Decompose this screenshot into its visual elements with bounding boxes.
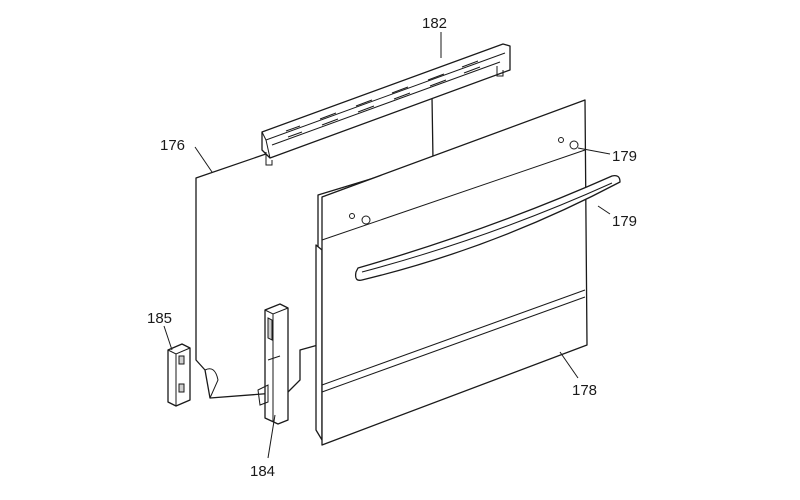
catch-slot-top <box>178 355 185 365</box>
door-handle-179 <box>354 174 621 281</box>
label-176: 176 <box>160 137 185 154</box>
part-labels: 182 176 179 179 178 184 185 <box>147 15 637 480</box>
leader-176 <box>194 146 213 173</box>
label-184: 184 <box>250 463 275 480</box>
leader-179-top <box>577 147 611 155</box>
inner-glass-panel-176 <box>195 96 434 399</box>
label-178: 178 <box>572 382 597 399</box>
leader-184 <box>267 414 276 459</box>
top-trim-rail-182 <box>261 43 511 166</box>
screw-hole-left <box>349 213 355 219</box>
label-179-handle: 179 <box>612 213 637 230</box>
hinge-catch-185 <box>167 343 191 407</box>
rail-slots <box>285 60 481 138</box>
label-179-top: 179 <box>612 148 637 165</box>
catch-slot-bottom <box>178 383 185 393</box>
leader-lines <box>163 32 611 459</box>
leader-179-handle <box>597 205 611 215</box>
hinge-184 <box>257 303 289 425</box>
label-182: 182 <box>422 15 447 32</box>
leader-178 <box>559 351 579 379</box>
front-door-panel-178 <box>315 99 588 446</box>
screw-hole-right <box>558 137 564 143</box>
label-185: 185 <box>147 310 172 327</box>
leader-185 <box>163 325 173 351</box>
screw-179-top <box>569 140 579 150</box>
screw-left <box>361 215 371 225</box>
